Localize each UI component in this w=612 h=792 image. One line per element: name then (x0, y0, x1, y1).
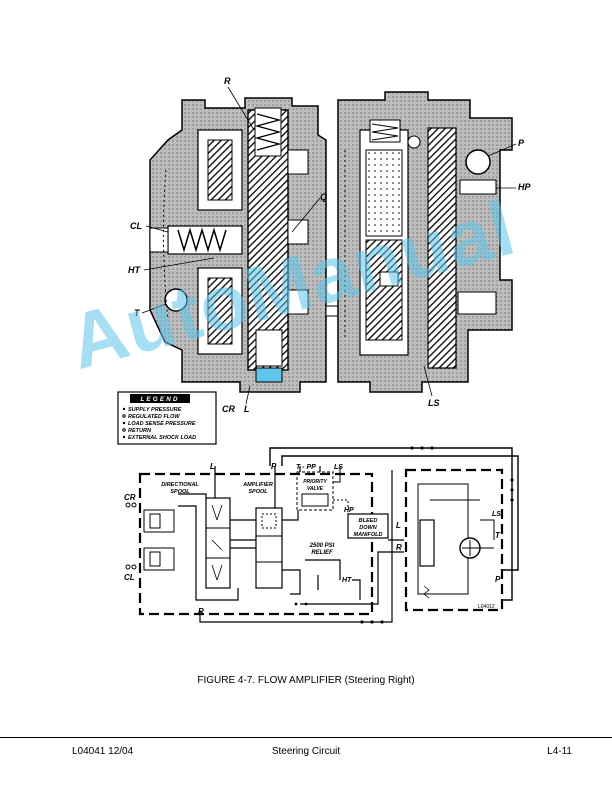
relief-label-2: RELIEF (311, 550, 333, 556)
priority-valve-label-1: PRIORITY (303, 479, 327, 485)
relief-label-1: 2500 PSI (309, 543, 335, 549)
right-port-R: R (396, 543, 402, 552)
right-port-LS: LS (492, 511, 501, 518)
right-valve-body (337, 91, 513, 393)
footer-page-number: L4-11 (547, 746, 572, 757)
schematic-port-P: P (271, 462, 277, 471)
flow-markers (125, 446, 514, 624)
legend-item-supply: SUPPLY PRESSURE (128, 407, 182, 413)
amplifier-spool-label-1: AMPLIFIER (242, 482, 273, 488)
right-port-L: L (396, 521, 401, 530)
legend: LEGEND SUPPLY PRESSURE REGULATED FLOW LO… (117, 391, 217, 445)
schematic-port-CR: CR (124, 493, 136, 502)
legend-item-load-sense: LOAD SENSE PRESSURE (128, 421, 196, 427)
schematic-port-CL: CL (124, 573, 135, 582)
schematic-port-LS: LS (334, 464, 343, 471)
legend-item-return: RETURN (128, 428, 152, 434)
cutaway-callouts: R Q CL HT T CR L P HP LS (128, 76, 531, 414)
figure-caption: FIGURE 4-7. FLOW AMPLIFIER (Steering Rig… (197, 675, 415, 686)
left-valve-body (149, 97, 327, 393)
footer-divider (0, 737, 612, 738)
amplifier-spool-label-2: SPOOL (248, 489, 268, 495)
hydraulic-schematic (138, 447, 519, 623)
label-LS-top: LS (428, 398, 440, 408)
schematic-port-R: R (198, 607, 204, 616)
priority-valve-label-2: VALVE (307, 486, 324, 492)
legend-item-regulated: REGULATED FLOW (128, 414, 180, 420)
legend-title: LEGEND (140, 396, 179, 403)
schematic-port-TPP: T - PP (296, 464, 316, 471)
bleed-down-label-3: MANIFOLD (353, 532, 382, 538)
label-CL-top: CL (130, 221, 142, 231)
schematic-port-HT: HT (342, 577, 352, 584)
footer-section-title: Steering Circuit (271, 746, 341, 757)
schematic-port-HP: HP (344, 507, 354, 514)
drawing-code: L04012 (478, 604, 495, 610)
label-T-top: T (134, 308, 141, 318)
label-R-top: R (224, 76, 231, 86)
directional-spool-label-1: DIRECTIONAL (161, 482, 199, 488)
label-HP-top: HP (518, 182, 531, 192)
bleed-down-label-1: BLEED (359, 518, 378, 524)
label-P-top: P (518, 138, 525, 148)
right-port-P: P (495, 575, 501, 584)
label-CR-top: CR (222, 404, 235, 414)
label-HT-top: HT (128, 265, 141, 275)
schematic-port-L: L (210, 462, 215, 471)
schematic-labels: DIRECTIONAL SPOOL AMPLIFIER SPOOL PRIORI… (124, 462, 501, 616)
label-L-top: L (244, 404, 250, 414)
legend-item-shock: EXTERNAL SHOCK LOAD (128, 435, 196, 441)
footer-doc-code: L04041 12/04 (72, 746, 134, 757)
right-port-T: T (495, 531, 501, 540)
bleed-down-label-2: DOWN (359, 525, 377, 531)
label-Q: Q (320, 192, 327, 202)
directional-spool-label-2: SPOOL (170, 489, 190, 495)
